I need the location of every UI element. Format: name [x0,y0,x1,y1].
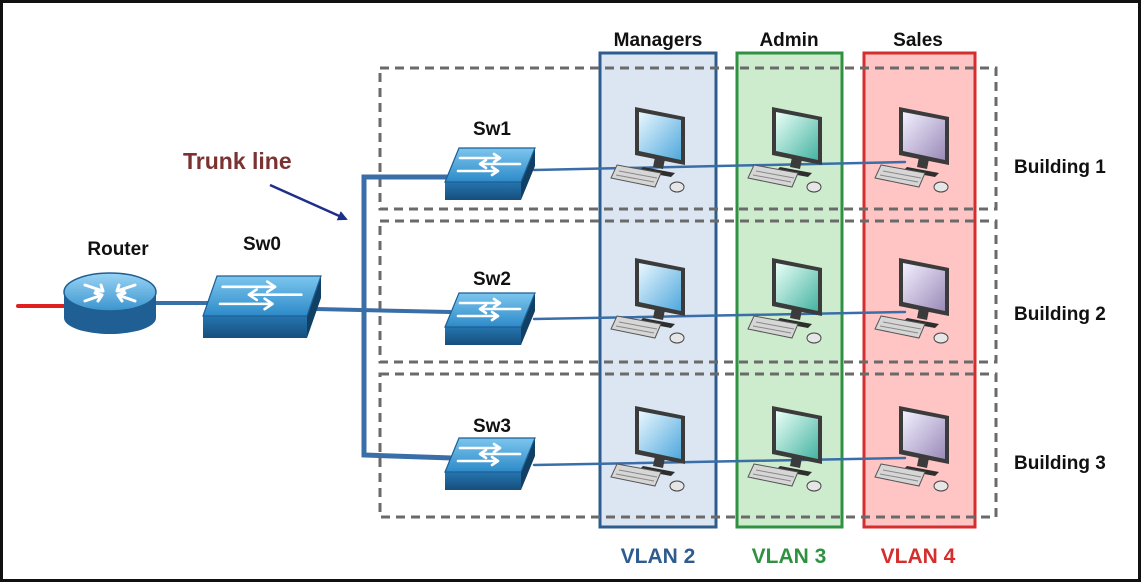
trunk-arrow [269,183,348,221]
sw2-switch-icon [444,292,536,345]
workstations [610,107,949,492]
network-links [16,160,907,467]
sw0-label: Sw0 [243,234,281,255]
building-2-label: Building 2 [1014,304,1106,325]
building-2-box [378,219,998,364]
sw1-switch-icon [444,147,536,200]
computer-icon-b2-sales [874,258,949,344]
sw0-switch-icon [202,275,322,338]
computer-icon-b3-admin [747,406,822,492]
computer-icon-b1-sales [874,107,949,193]
building-3-box [378,372,998,519]
building-boxes [378,66,998,519]
switches [202,147,536,490]
vlan-2-label: VLAN 2 [621,545,696,568]
sw0-sw2-link [314,307,452,314]
building-2-access-line [532,310,907,321]
computer-icon-b2-managers [610,258,685,344]
computer-icon-b3-managers [610,406,685,492]
building-1-box [378,66,998,211]
router-icon [63,272,157,334]
sw1-label: Sw1 [473,119,511,140]
computer-icon-b1-admin [747,107,822,193]
computer-icon-b3-sales [874,406,949,492]
computer-icon-b2-admin [747,258,822,344]
sw3-switch-icon [444,437,536,490]
sw2-label: Sw2 [473,269,511,290]
building-3-label: Building 3 [1014,453,1106,474]
admin-header: Admin [759,30,818,51]
managers-header: Managers [614,30,703,51]
computer-icon-b1-managers [610,107,685,193]
vlan-3-label: VLAN 3 [752,545,827,568]
sales-header: Sales [893,30,943,51]
building-1-label: Building 1 [1014,157,1106,178]
trunk-line [361,174,455,461]
trunk-line-label: Trunk line [183,148,292,174]
router-label: Router [87,239,149,260]
building-1-access-line [532,160,907,172]
vlan-4-label: VLAN 4 [881,545,956,568]
sw3-label: Sw3 [473,416,511,437]
building-3-access-line [532,456,907,467]
